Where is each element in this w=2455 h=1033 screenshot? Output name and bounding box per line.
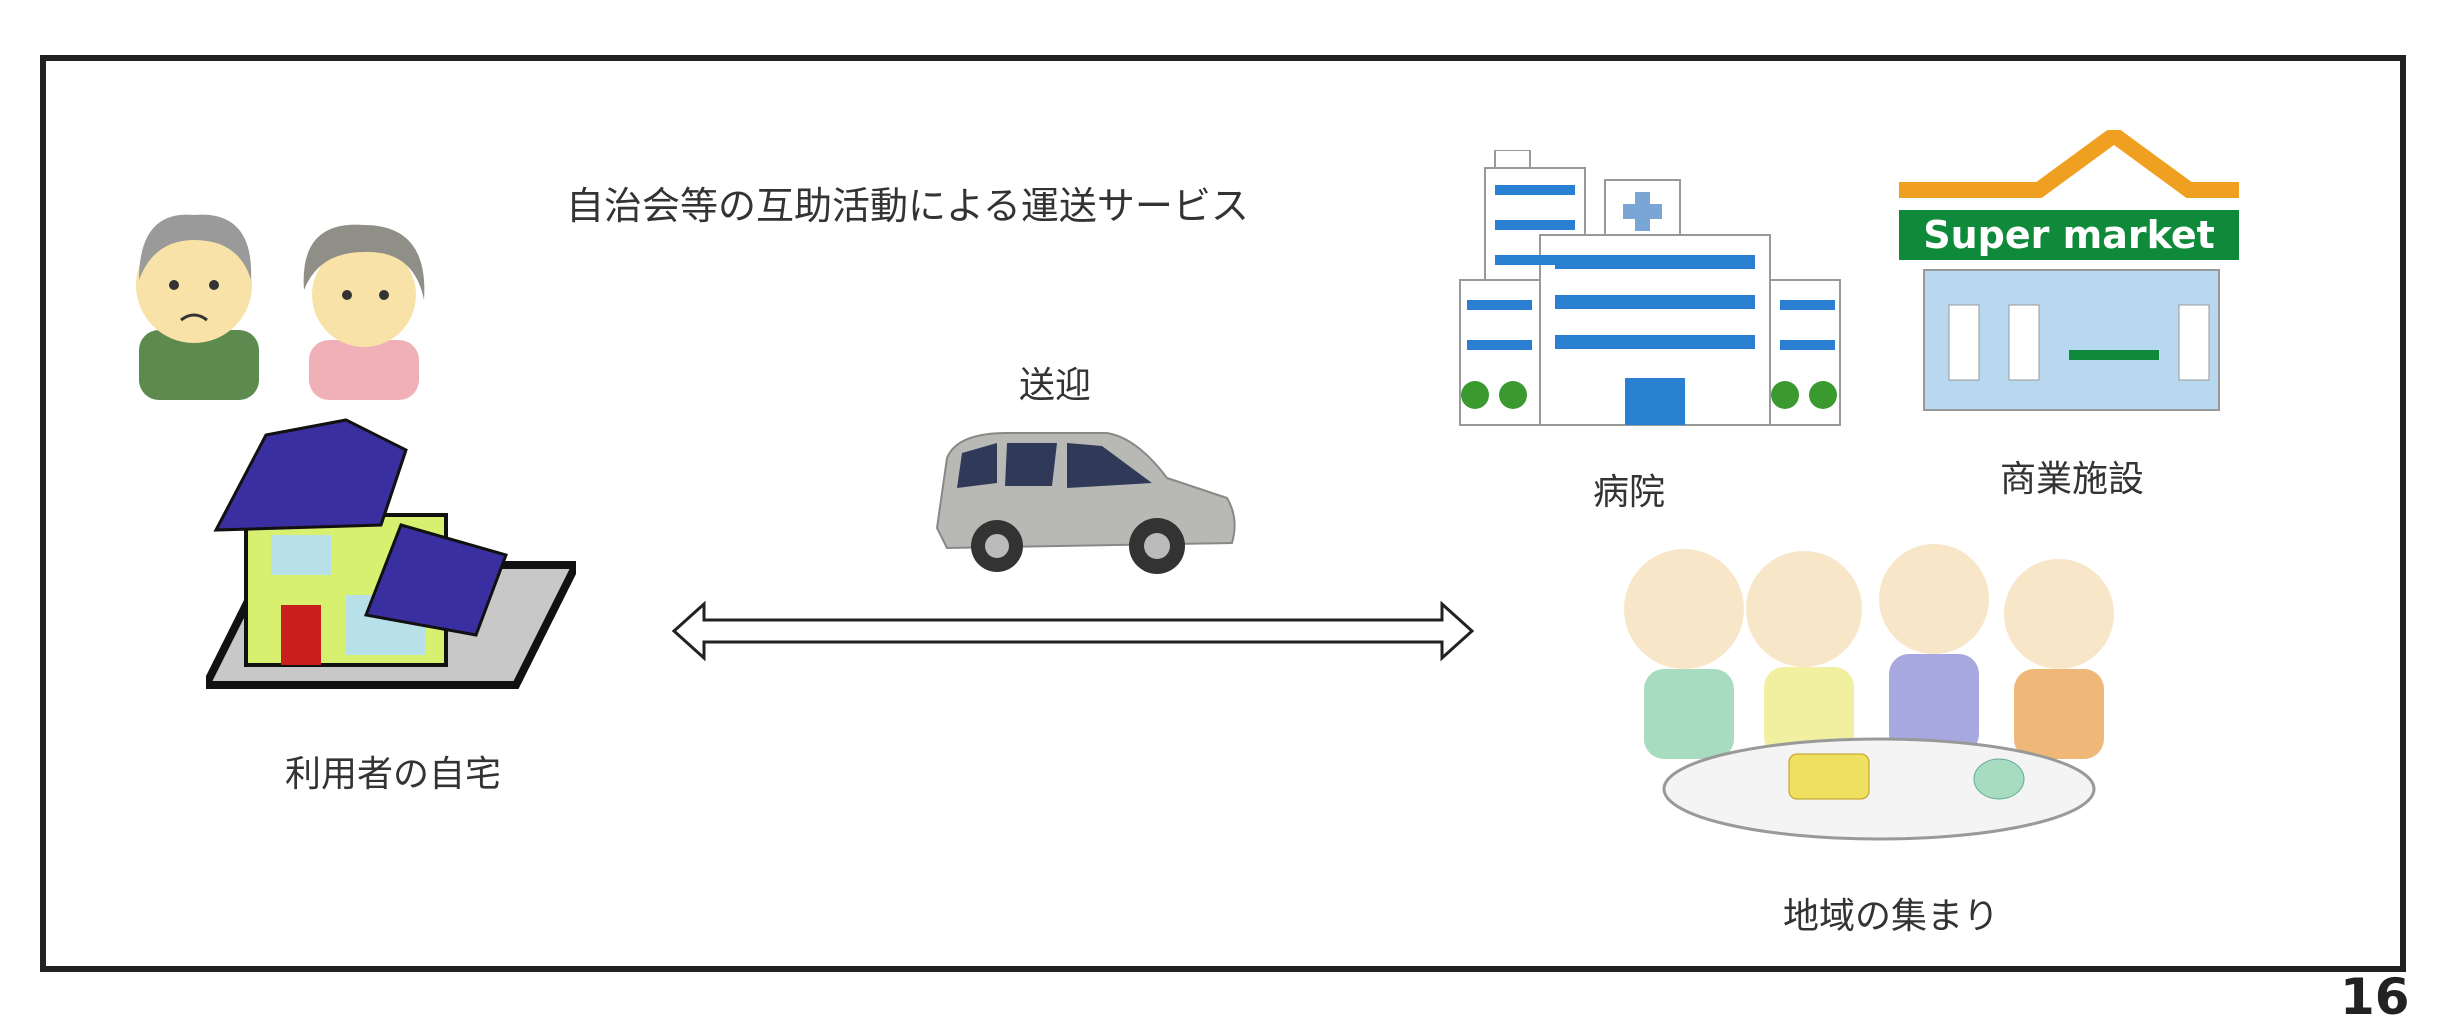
elderly-couple-icon (136, 214, 425, 400)
transport-label: 送迎 (1019, 365, 1092, 406)
van-icon (935, 432, 1236, 574)
house-icon (206, 418, 576, 689)
double-arrow-icon (671, 600, 1475, 662)
commercial-label: 商業施設 (2000, 459, 2145, 500)
page-number: 16 (2340, 968, 2410, 1026)
community-label: 地域の集まり (1783, 896, 2000, 937)
supermarket-icon: Super market (1899, 130, 2239, 411)
hospital-icon (1459, 150, 1841, 426)
diagram-frame (40, 55, 2406, 972)
hospital-label: 病院 (1593, 472, 1666, 513)
home-label: 利用者の自宅 (285, 754, 502, 795)
community-gathering-icon (1624, 544, 2114, 841)
diagram-title: 自治会等の互助活動による運送サービス (566, 184, 1249, 228)
supermarket-sign: Super market (1923, 213, 2215, 257)
